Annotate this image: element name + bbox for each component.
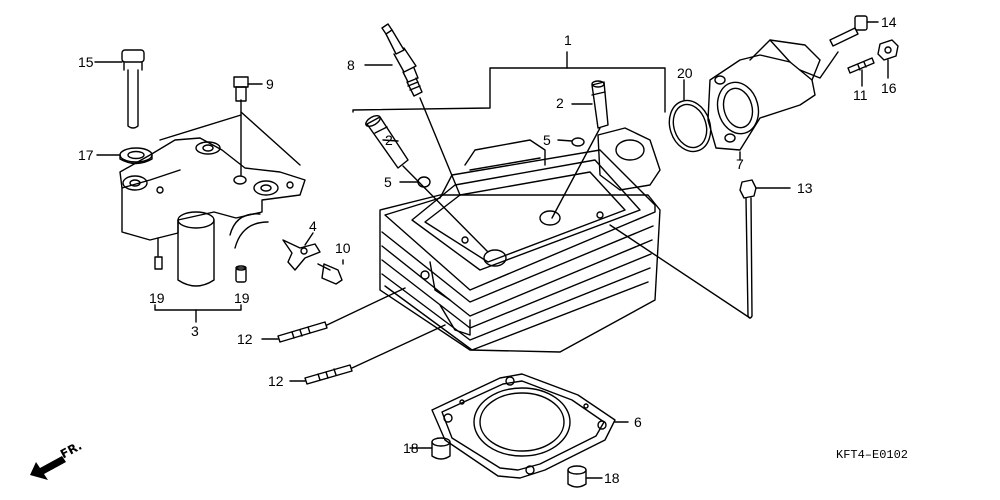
o-ring-5-right <box>557 137 585 147</box>
callout-14: 14 <box>881 14 897 30</box>
callout-18: 18 <box>403 440 419 456</box>
o-ring-5-left <box>399 176 431 188</box>
head-gasket-6 <box>431 373 629 479</box>
leader-13-head <box>609 224 751 319</box>
callout-20: 20 <box>677 65 693 81</box>
dowel-pin-19-right <box>235 265 247 283</box>
callout-2: 2 <box>556 95 564 111</box>
leader-holder-top <box>159 114 242 141</box>
callout-1: 1 <box>564 32 572 48</box>
callout-6: 6 <box>634 414 642 430</box>
callout-18: 18 <box>604 470 620 486</box>
washer-17 <box>96 147 153 165</box>
callout-3: 3 <box>191 323 199 339</box>
camshaft-holder <box>119 137 306 287</box>
callout-16: 16 <box>881 80 897 96</box>
dowel-pin-18-left <box>409 437 451 460</box>
bolt-15 <box>94 49 145 129</box>
callout-15: 15 <box>78 54 94 70</box>
callout-8: 8 <box>347 57 355 73</box>
rocker-arm-4 <box>282 232 321 271</box>
cylinder-head <box>379 127 661 353</box>
callout-4: 4 <box>309 218 317 234</box>
bolt-14 <box>829 15 879 47</box>
spark-plug-8 <box>364 23 461 196</box>
valve-guide-2-right <box>551 80 609 219</box>
dowel-pin-18-right <box>567 465 603 488</box>
callout-12: 12 <box>237 331 253 347</box>
group-bracket-1 <box>352 51 666 113</box>
callout-12: 12 <box>268 373 284 389</box>
leader-holder-right <box>240 111 301 166</box>
callout-2: 2 <box>385 132 393 148</box>
group-bracket-3 <box>154 304 242 311</box>
diagram-code: KFT4–E0102 <box>836 448 909 462</box>
bolt-13 <box>739 179 791 319</box>
callout-13: 13 <box>797 180 813 196</box>
callout-10: 10 <box>335 240 351 256</box>
callout-11: 11 <box>853 87 868 103</box>
front-direction-arrow-icon <box>30 456 66 480</box>
valve-guide-2-left <box>365 115 489 253</box>
callout-9: 9 <box>266 76 274 92</box>
leader-intake <box>799 51 839 79</box>
bolt-10 <box>317 259 344 285</box>
bolt-9 <box>233 76 263 102</box>
stud-bolt-12-upper <box>261 287 406 343</box>
callout-19: 19 <box>149 290 165 306</box>
callout-5: 5 <box>384 174 392 190</box>
dowel-pin-19-left <box>154 237 163 270</box>
stud-bolt-12-lower <box>289 324 446 385</box>
callout-19: 19 <box>234 290 250 306</box>
callout-7: 7 <box>736 156 744 172</box>
callout-17: 17 <box>78 147 94 163</box>
nut-16 <box>877 39 899 79</box>
stud-bolt-11 <box>847 57 875 87</box>
o-ring-20 <box>668 79 712 153</box>
callout-5: 5 <box>543 132 551 148</box>
intake-insulator-7 <box>707 39 821 161</box>
